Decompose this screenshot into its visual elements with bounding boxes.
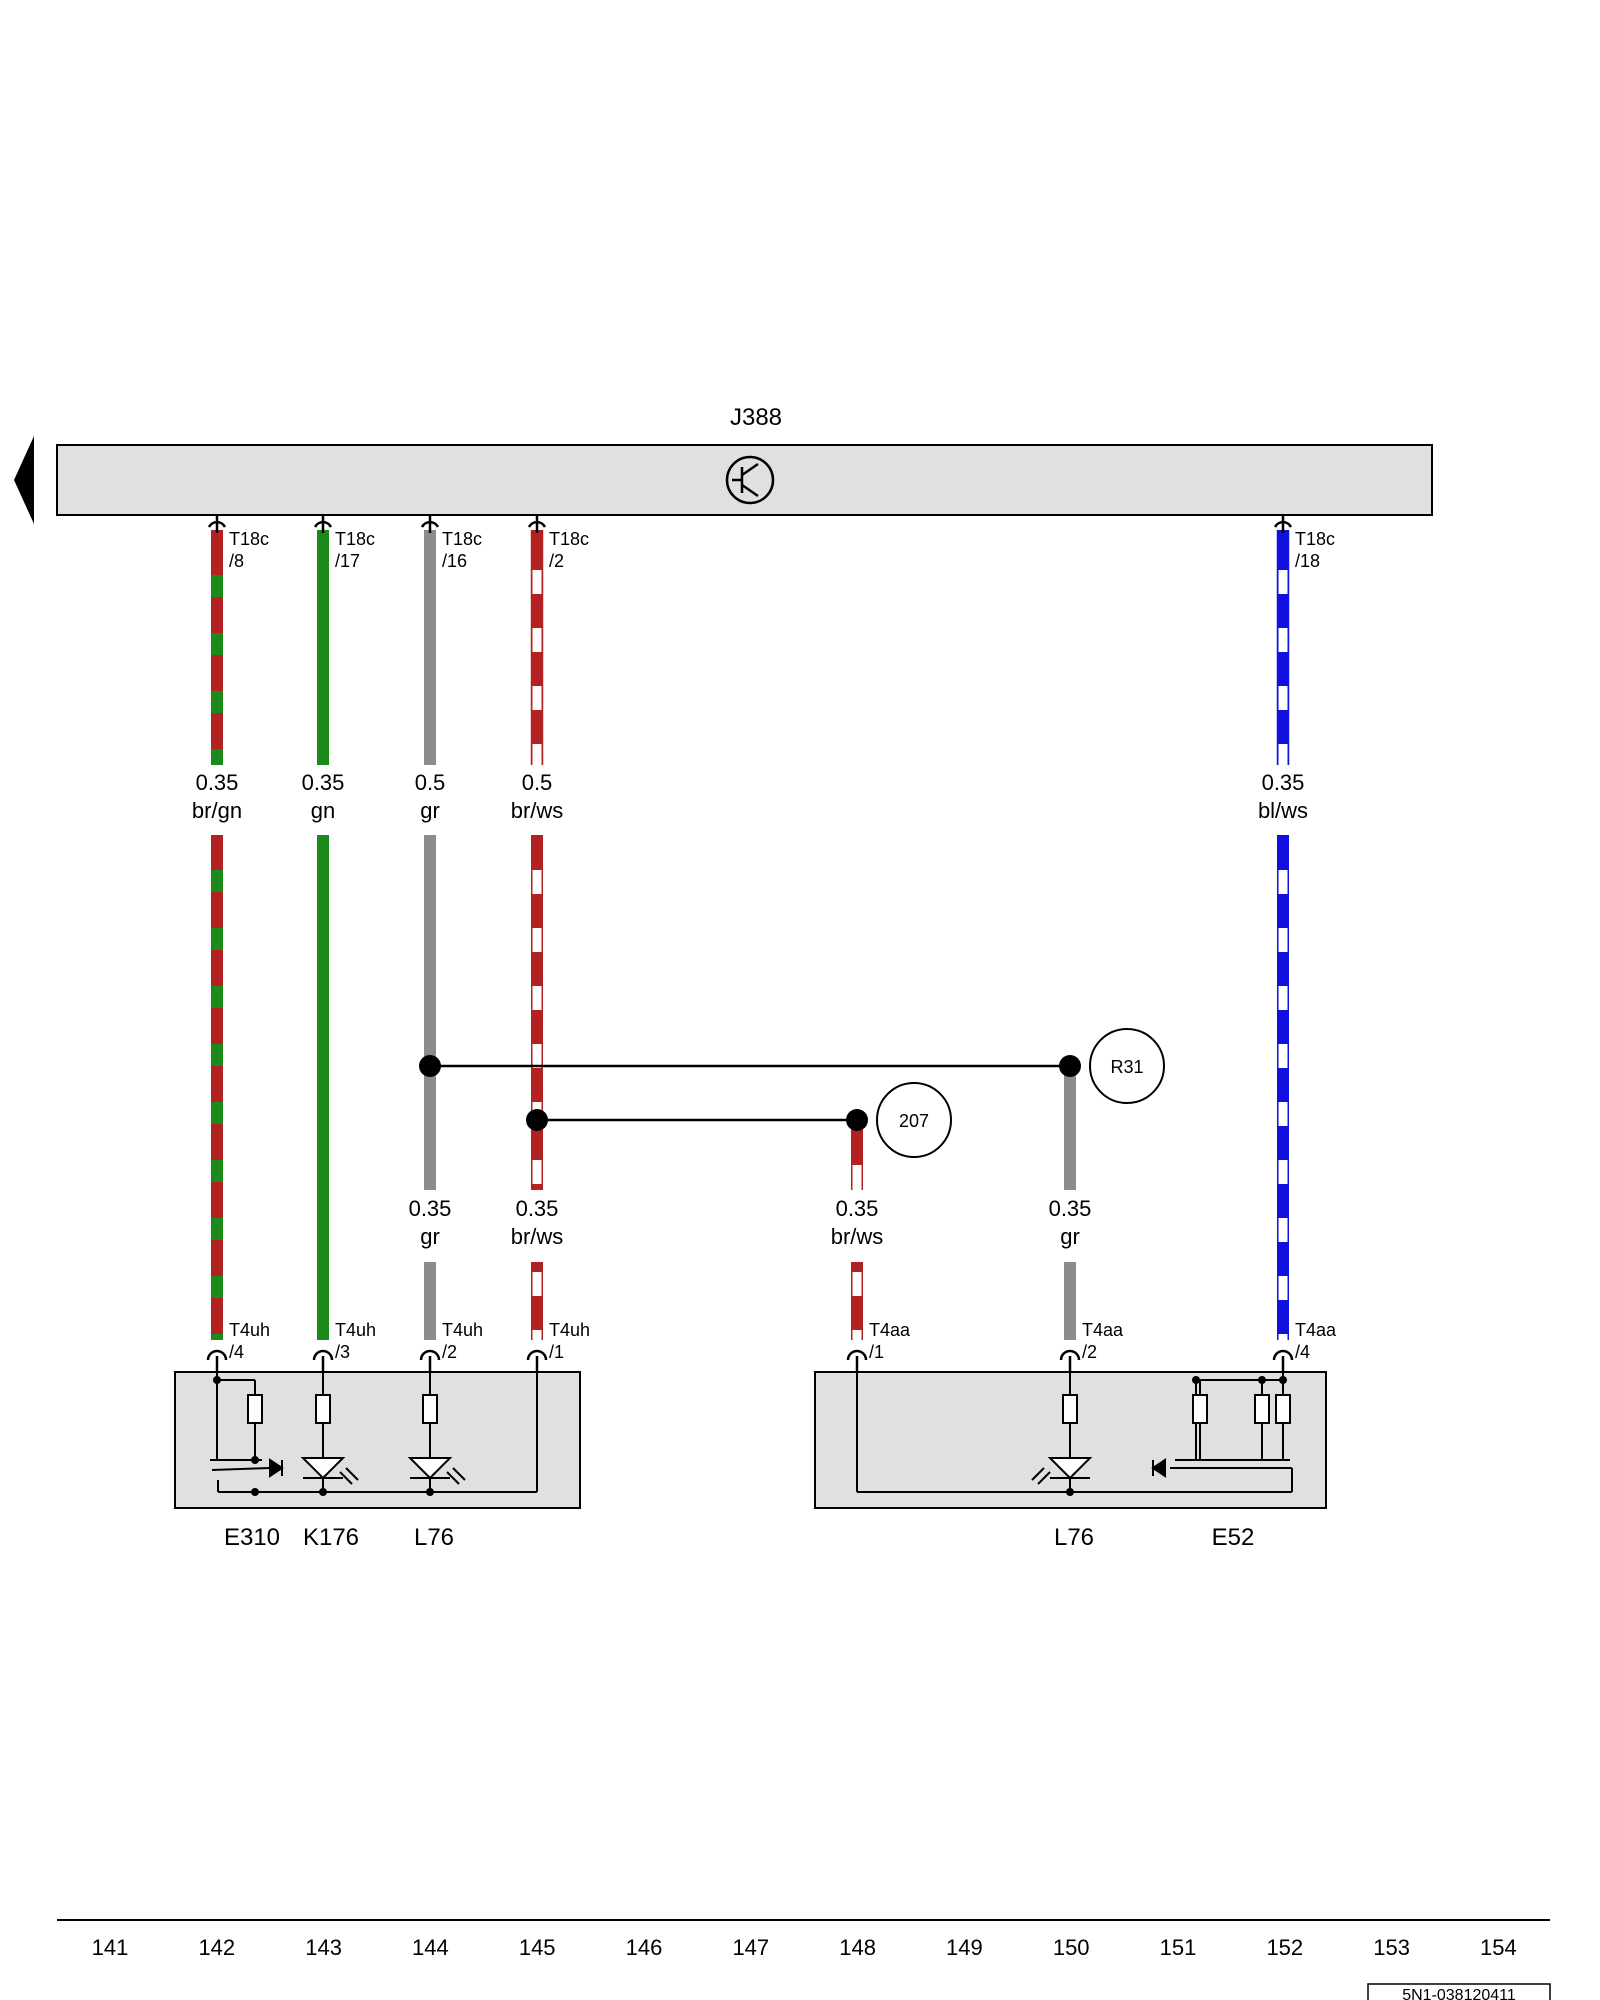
track-number: 142: [198, 1935, 235, 1960]
connector-label: T18c: [442, 529, 482, 549]
component-label-e52: E52: [1212, 1524, 1255, 1551]
connector-label: T4uh: [442, 1320, 483, 1340]
track-number: 154: [1480, 1935, 1517, 1960]
connector-label: T18c: [335, 529, 375, 549]
wire-color-label: gr: [420, 1224, 440, 1249]
splice-node: [526, 1109, 548, 1131]
reference-circle-207[interactable]: [876, 1082, 952, 1158]
left-module-nodes: [213, 1376, 434, 1496]
document-id: 5N1-038120411: [1402, 1987, 1516, 2000]
track-number: 152: [1266, 1935, 1303, 1960]
wire-size-label: 0.35: [196, 770, 239, 795]
pin-label: /17: [335, 551, 360, 571]
pin-label: /8: [229, 551, 244, 571]
connector-label: T18c: [549, 529, 589, 549]
control-unit-label: J388: [730, 404, 782, 431]
track-number: 145: [519, 1935, 556, 1960]
left-switch-module: [174, 1371, 581, 1509]
left-module-circuit: [210, 1372, 538, 1493]
connector-label: T4aa: [1082, 1320, 1124, 1340]
wire-size-label: 0.35: [302, 770, 345, 795]
component-label-l76: L76: [414, 1524, 454, 1551]
reference-label: R31: [1110, 1057, 1143, 1077]
track-number: 147: [732, 1935, 769, 1960]
pin-label: /1: [869, 1342, 884, 1362]
wire-size-label: 0.5: [522, 770, 553, 795]
wire-color-label: gr: [420, 798, 440, 823]
pin-label: /1: [549, 1342, 564, 1362]
wire-color-label: br/gn: [192, 798, 242, 823]
track-number: 148: [839, 1935, 876, 1960]
pin-label: /4: [229, 1342, 244, 1362]
pin-label: /4: [1295, 1342, 1310, 1362]
track-number: 149: [946, 1935, 983, 1960]
component-label-k176: K176: [303, 1524, 359, 1551]
bottom-connector-symbols: [206, 1349, 1294, 1372]
track-number: 150: [1053, 1935, 1090, 1960]
pin-label: /3: [335, 1342, 350, 1362]
pin-label: /16: [442, 551, 467, 571]
component-label-l76: L76: [1054, 1524, 1094, 1551]
splice-node: [1059, 1055, 1081, 1077]
track-numbers: 141 142 143 144 145 146 147 148 149 150 151 152 153 1…: [92, 1935, 1517, 1960]
wire-color-label: gn: [311, 798, 335, 823]
wire-color-label: gr: [1060, 1224, 1080, 1249]
component-label-e310: E310: [224, 1524, 280, 1551]
track-number: 144: [412, 1935, 449, 1960]
right-module-nodes: [1066, 1376, 1287, 1496]
wire-size-label: 0.35: [836, 1196, 879, 1221]
wire-size-label: 0.35: [516, 1196, 559, 1221]
pin-label: /2: [549, 551, 564, 571]
connector-label: T4uh: [549, 1320, 590, 1340]
wire-bl-ws-upper: [1276, 530, 1290, 765]
reference-circle-r31[interactable]: [1089, 1028, 1165, 1104]
wire-size-label: 0.35: [1262, 770, 1305, 795]
control-unit-transistor-icon: [725, 455, 775, 505]
track-number: 146: [626, 1935, 663, 1960]
wire-size-label: 0.35: [1049, 1196, 1092, 1221]
wire-color-label: br/ws: [511, 1224, 564, 1249]
connector-label: T4aa: [869, 1320, 911, 1340]
control-unit-housing: [56, 444, 1433, 516]
right-module-circuit: [856, 1372, 1293, 1493]
connector-label: T18c: [1295, 529, 1335, 549]
track-number: 153: [1373, 1935, 1410, 1960]
pin-label: /2: [1082, 1342, 1097, 1362]
connector-label: T4aa: [1295, 1320, 1337, 1340]
pin-label: /18: [1295, 551, 1320, 571]
wire-size-label: 0.35: [409, 1196, 452, 1221]
connector-label: T4uh: [335, 1320, 376, 1340]
reference-label: 207: [899, 1111, 929, 1131]
document-id-box: [1367, 1983, 1551, 2000]
track-number: 141: [92, 1935, 129, 1960]
connector-label: T4uh: [229, 1320, 270, 1340]
splice-node: [846, 1109, 868, 1131]
connector-label: T18c: [229, 529, 269, 549]
track-number: 151: [1160, 1935, 1197, 1960]
wire-color-label: br/ws: [831, 1224, 884, 1249]
wire-color-label: br/ws: [511, 798, 564, 823]
pin-label: /2: [442, 1342, 457, 1362]
wire-br-ws-upper: [530, 530, 544, 765]
previous-page-arrow[interactable]: [14, 436, 34, 524]
top-connector-symbols: [207, 516, 1293, 533]
wire-size-label: 0.5: [415, 770, 446, 795]
wire-color-label: bl/ws: [1258, 798, 1308, 823]
splice-node: [419, 1055, 441, 1077]
track-number: 143: [305, 1935, 342, 1960]
